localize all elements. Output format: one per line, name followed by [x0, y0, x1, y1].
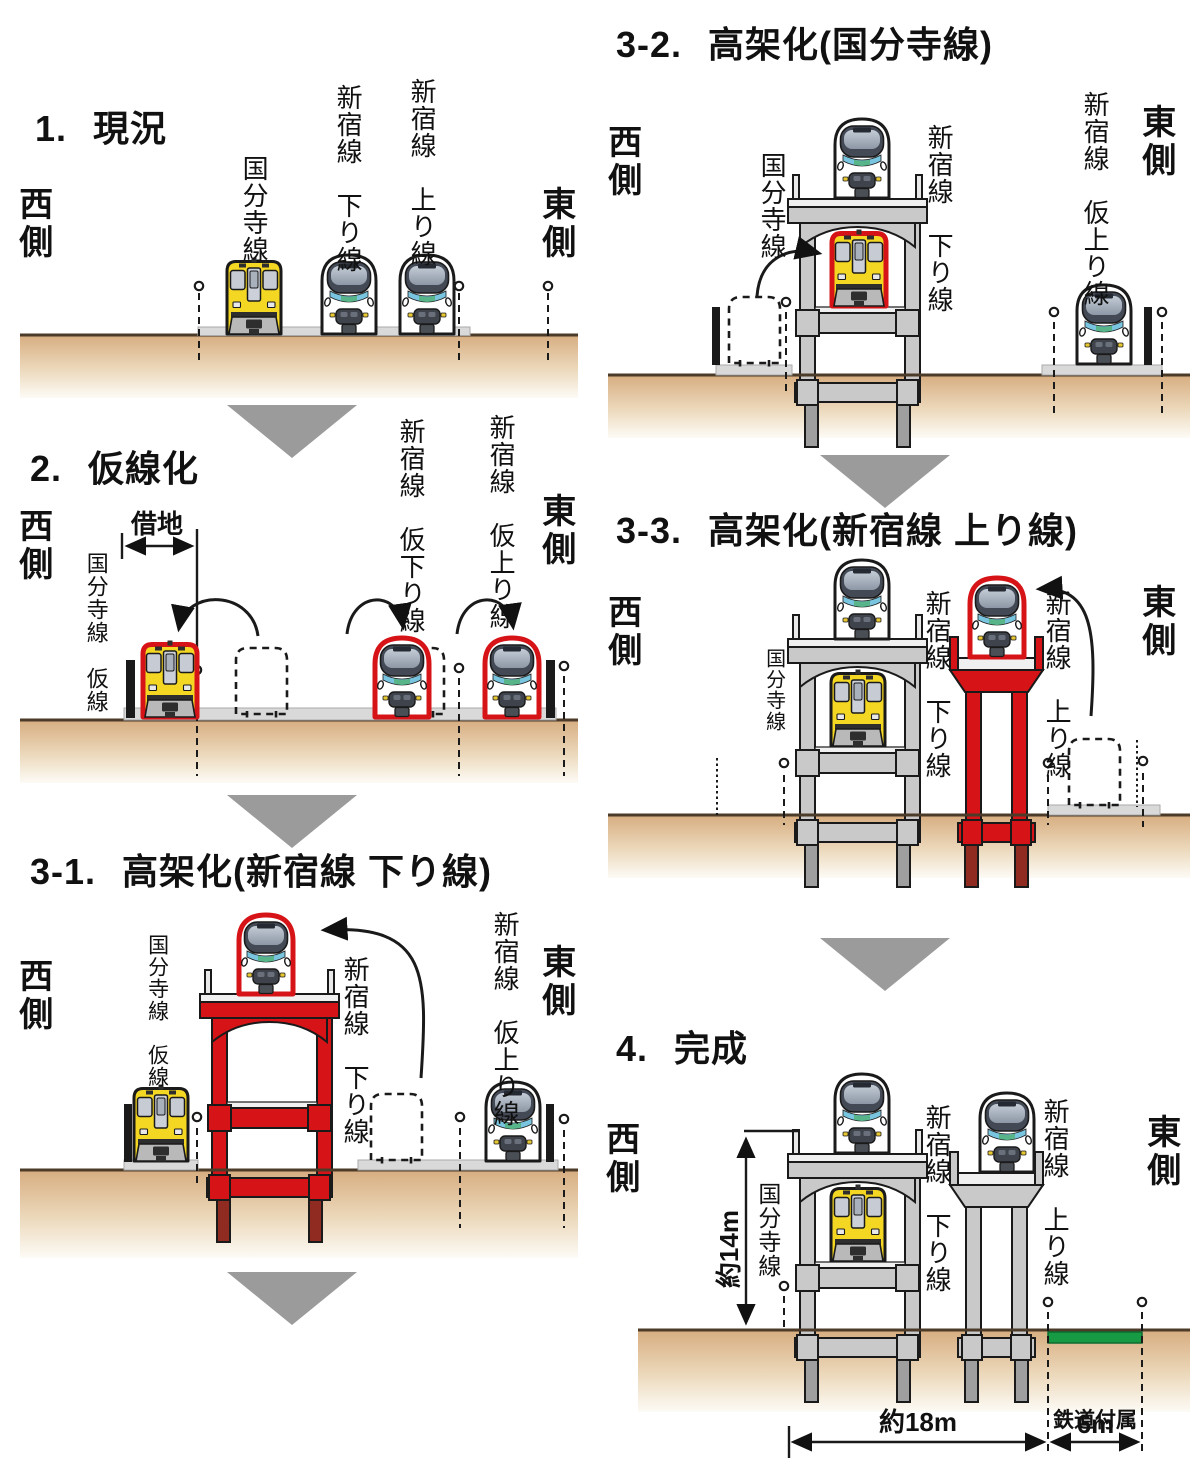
train-kokubunji-elevated: [829, 1183, 887, 1263]
panel33-east-label: 東側: [1136, 584, 1175, 660]
barrier-wall-east: [1144, 307, 1152, 365]
panel4-street-name-label: 鉄道付属 街路: [1053, 1408, 1137, 1432]
panel31-title: 3-1.高架化(新宿線 下り線): [30, 851, 493, 892]
span-dimensions: [787, 1426, 1141, 1458]
panel1-shinjuku-up-label: 新宿線 上り線: [407, 78, 438, 267]
panel1-kokubunji-line-label: 国分寺線: [239, 155, 270, 263]
boundary-markers: [785, 312, 1163, 418]
train-down-elevated: [833, 117, 891, 200]
panel2-temp-down-label: 新宿線 仮下り線: [396, 418, 427, 634]
panel4-shinjuku-up-label: 新宿線 上り線: [1040, 1098, 1071, 1287]
move-arrows: [171, 598, 522, 637]
train-up-elevated: [968, 576, 1026, 659]
next-step-arrow: [820, 455, 950, 508]
panel-3-1-koukaka-down: [20, 913, 578, 1325]
train-kokubunji-elevated: [830, 228, 888, 308]
panel2-title: 2.仮線化: [30, 448, 200, 489]
panel2-east-label: 東側: [536, 493, 575, 569]
train-kokubunji-elevated: [829, 668, 887, 748]
panel32-temp-up-label: 新宿線 仮上り線: [1080, 91, 1111, 307]
panel33-shinjuku-up-label: 新宿線 上り線: [1042, 590, 1073, 779]
panel4-height-dim-label: 約14m: [713, 1210, 744, 1289]
track-bed-east: [357, 1159, 559, 1171]
barrier-wall-west: [712, 307, 720, 365]
panel33-title: 3-3.高架化(新宿線 上り線): [616, 510, 1079, 551]
panel1-title: 1.現況: [35, 108, 168, 149]
panel32-east-label: 東側: [1136, 104, 1175, 180]
panel4-shinjuku-down-label: 新宿線 下り線: [922, 1104, 953, 1293]
barrier-wall-east: [546, 1104, 554, 1162]
ghost-kokubunji-old: [234, 646, 289, 719]
train-down-elevated: [237, 913, 295, 996]
train-kokubunji: [225, 256, 283, 336]
move-arrow: [755, 236, 823, 297]
panel4-west-label: 西側: [600, 1121, 639, 1197]
panel32-kokubunji-label: 国分寺線: [757, 152, 788, 260]
railway-side-street: [1047, 1331, 1143, 1344]
next-step-arrow: [227, 1272, 357, 1325]
ghost-kokubunji-old: [727, 295, 782, 368]
train-up-elevated: [978, 1091, 1036, 1174]
panel-4-kansei: [638, 1072, 1190, 1458]
panel2-shakuchi-label: 借地: [131, 509, 184, 539]
barrier-wall-west: [126, 660, 135, 718]
panel2-west-label: 西側: [13, 508, 52, 584]
train-kokubunji-temp: [141, 639, 199, 719]
track-bed: [123, 707, 557, 721]
boundary-markers: [458, 676, 565, 776]
panel33-west-label: 西側: [602, 594, 641, 670]
barrier-wall-east: [546, 660, 555, 718]
ground: [20, 335, 578, 398]
height-dimension: [736, 1129, 800, 1326]
panel33-shinjuku-down-label: 新宿線 下り線: [922, 590, 953, 779]
train-down-elevated: [833, 1072, 891, 1155]
panel32-west-label: 西側: [602, 124, 641, 200]
panel-3-2-koukaka-kokubunji: [608, 117, 1190, 508]
panel4-street-dim-label: 6m: [1076, 1409, 1115, 1439]
panel31-shinjuku-down-label: 新宿線 下り線: [340, 956, 371, 1145]
boundary-markers: [783, 1296, 1143, 1452]
panel31-kokubunji-temp-label: 国分寺線 仮線: [145, 934, 169, 1088]
boundary-markers: [716, 740, 1144, 827]
panel2-temp-up-label: 新宿線 仮上り線: [486, 414, 517, 630]
boundary-markers: [196, 1128, 565, 1228]
next-step-arrow: [227, 405, 357, 458]
panel31-west-label: 西側: [13, 958, 52, 1034]
next-step-arrow: [227, 795, 357, 848]
train-temp-down: [373, 636, 431, 719]
track-bed-west: [715, 364, 793, 376]
panel33-kokubunji-label: 国分寺線: [762, 648, 785, 732]
move-arrow: [1035, 575, 1095, 717]
panel-1-genkyo: [20, 253, 578, 458]
ground: [20, 720, 578, 783]
panel32-title: 3-2.高架化(国分寺線): [616, 24, 994, 65]
train-down-elevated: [833, 558, 891, 641]
panel4-kokubunji-label: 国分寺線: [754, 1182, 781, 1278]
barrier-wall-west: [124, 1104, 132, 1162]
panel-2-karisenka: [20, 529, 578, 848]
panel4-span-dim-label: 約18m: [878, 1407, 958, 1437]
train-kokubunji-temp: [132, 1083, 190, 1163]
panel2-kokubunji-temp-label: 国分寺線 仮線: [83, 552, 109, 713]
panel31-east-label: 東側: [536, 944, 575, 1020]
panel1-east-label: 東側: [536, 186, 575, 262]
track-bed-east: [1041, 364, 1163, 376]
panel32-shinjuku-down-label: 新宿線 下り線: [924, 124, 955, 313]
ghost-up-old: [1067, 737, 1122, 810]
next-step-arrow: [820, 938, 950, 991]
panel4-east-label: 東側: [1141, 1114, 1180, 1190]
move-arrow: [320, 916, 426, 1079]
panel1-west-label: 西側: [13, 186, 52, 262]
panel-3-3-koukaka-up: [608, 558, 1190, 991]
panel4-title: 4.完成: [616, 1028, 749, 1069]
ghost-down-old: [369, 1092, 424, 1165]
panel1-shinjuku-down-label: 新宿線 下り線: [333, 84, 364, 273]
train-temp-up: [483, 636, 541, 719]
panel31-temp-up-label: 新宿線 仮上り線: [490, 911, 521, 1127]
